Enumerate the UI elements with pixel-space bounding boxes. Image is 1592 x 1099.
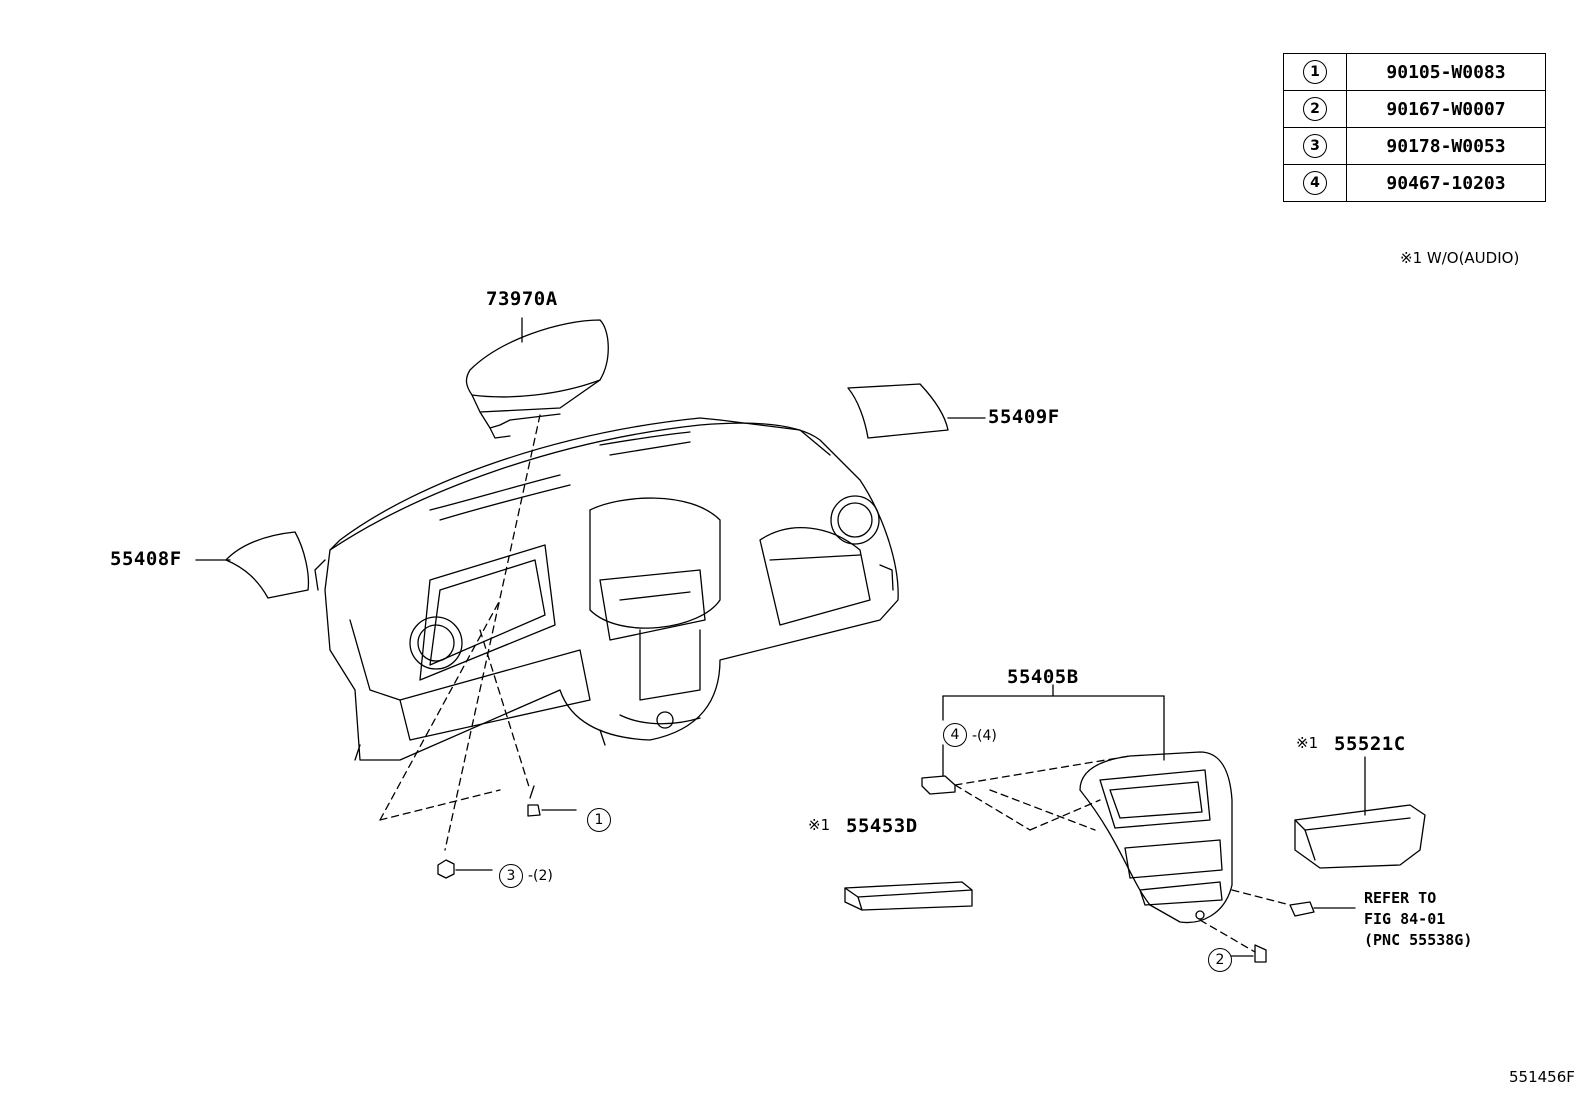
callout-4-qty: -(4): [972, 728, 997, 744]
pad-55408f-drawing: [195, 531, 310, 599]
label-55408f: 55408F: [110, 548, 182, 570]
ref-circle: 2: [1303, 97, 1327, 121]
refer-line-2: FIG 84-01: [1364, 910, 1446, 928]
label-55409f: 55409F: [988, 406, 1060, 428]
table-row: 3 90178-W0053: [1283, 127, 1546, 165]
table-row: 2 90167-W0007: [1283, 90, 1546, 128]
ref-circle: 1: [1303, 60, 1327, 84]
illustration-id: 551456F: [1509, 1068, 1575, 1086]
label-73970a: 73970A: [486, 288, 558, 310]
part-number: 90467-10203: [1346, 164, 1546, 202]
screw-1-drawing: [527, 785, 577, 817]
leader-lines-cluster: [954, 755, 1291, 953]
box-55453d-drawing: [844, 881, 973, 911]
refer-line-1: REFER TO: [1364, 889, 1437, 907]
connector-drawing: [1289, 901, 1356, 917]
label-55453d: 55453D: [846, 815, 918, 837]
leader-lines-left: [379, 414, 541, 851]
callout-2: 2: [1208, 948, 1232, 972]
ref-circle: 3: [1303, 134, 1327, 158]
airbag-module-drawing: [465, 317, 609, 439]
label-55521c: 55521C: [1334, 733, 1406, 755]
mark-55521c: ※1: [1296, 734, 1319, 752]
callout-3: 3: [499, 864, 523, 888]
table-row: 4 90467-10203: [1283, 164, 1546, 202]
callout-1: 1: [587, 808, 611, 832]
parts-table: 1 90105-W0083 2 90167-W0007 3 90178-W005…: [1283, 53, 1546, 202]
table-row: 1 90105-W0083: [1283, 53, 1546, 91]
nut-3-drawing: [437, 859, 493, 879]
center-cluster-drawing: [1079, 751, 1233, 924]
label-55405b: 55405B: [1007, 666, 1079, 688]
part-number: 90167-W0007: [1346, 90, 1546, 128]
pad-55409f-drawing: [847, 383, 986, 439]
ref-circle: 4: [1303, 171, 1327, 195]
center-cluster-bracket: [942, 684, 1165, 761]
callout-4: 4: [943, 723, 967, 747]
mark-55453d: ※1: [808, 816, 831, 834]
clip-4-drawing: [921, 744, 956, 795]
part-number: 90105-W0083: [1346, 53, 1546, 91]
part-number: 90178-W0053: [1346, 127, 1546, 165]
note-wo-audio: ※1 W/O(AUDIO): [1400, 249, 1520, 267]
instrument-panel-drawing: [314, 417, 899, 761]
callout-3-qty: -(2): [528, 868, 553, 884]
pocket-55521c-drawing: [1294, 756, 1426, 869]
refer-line-3: (PNC 55538G): [1364, 931, 1473, 949]
